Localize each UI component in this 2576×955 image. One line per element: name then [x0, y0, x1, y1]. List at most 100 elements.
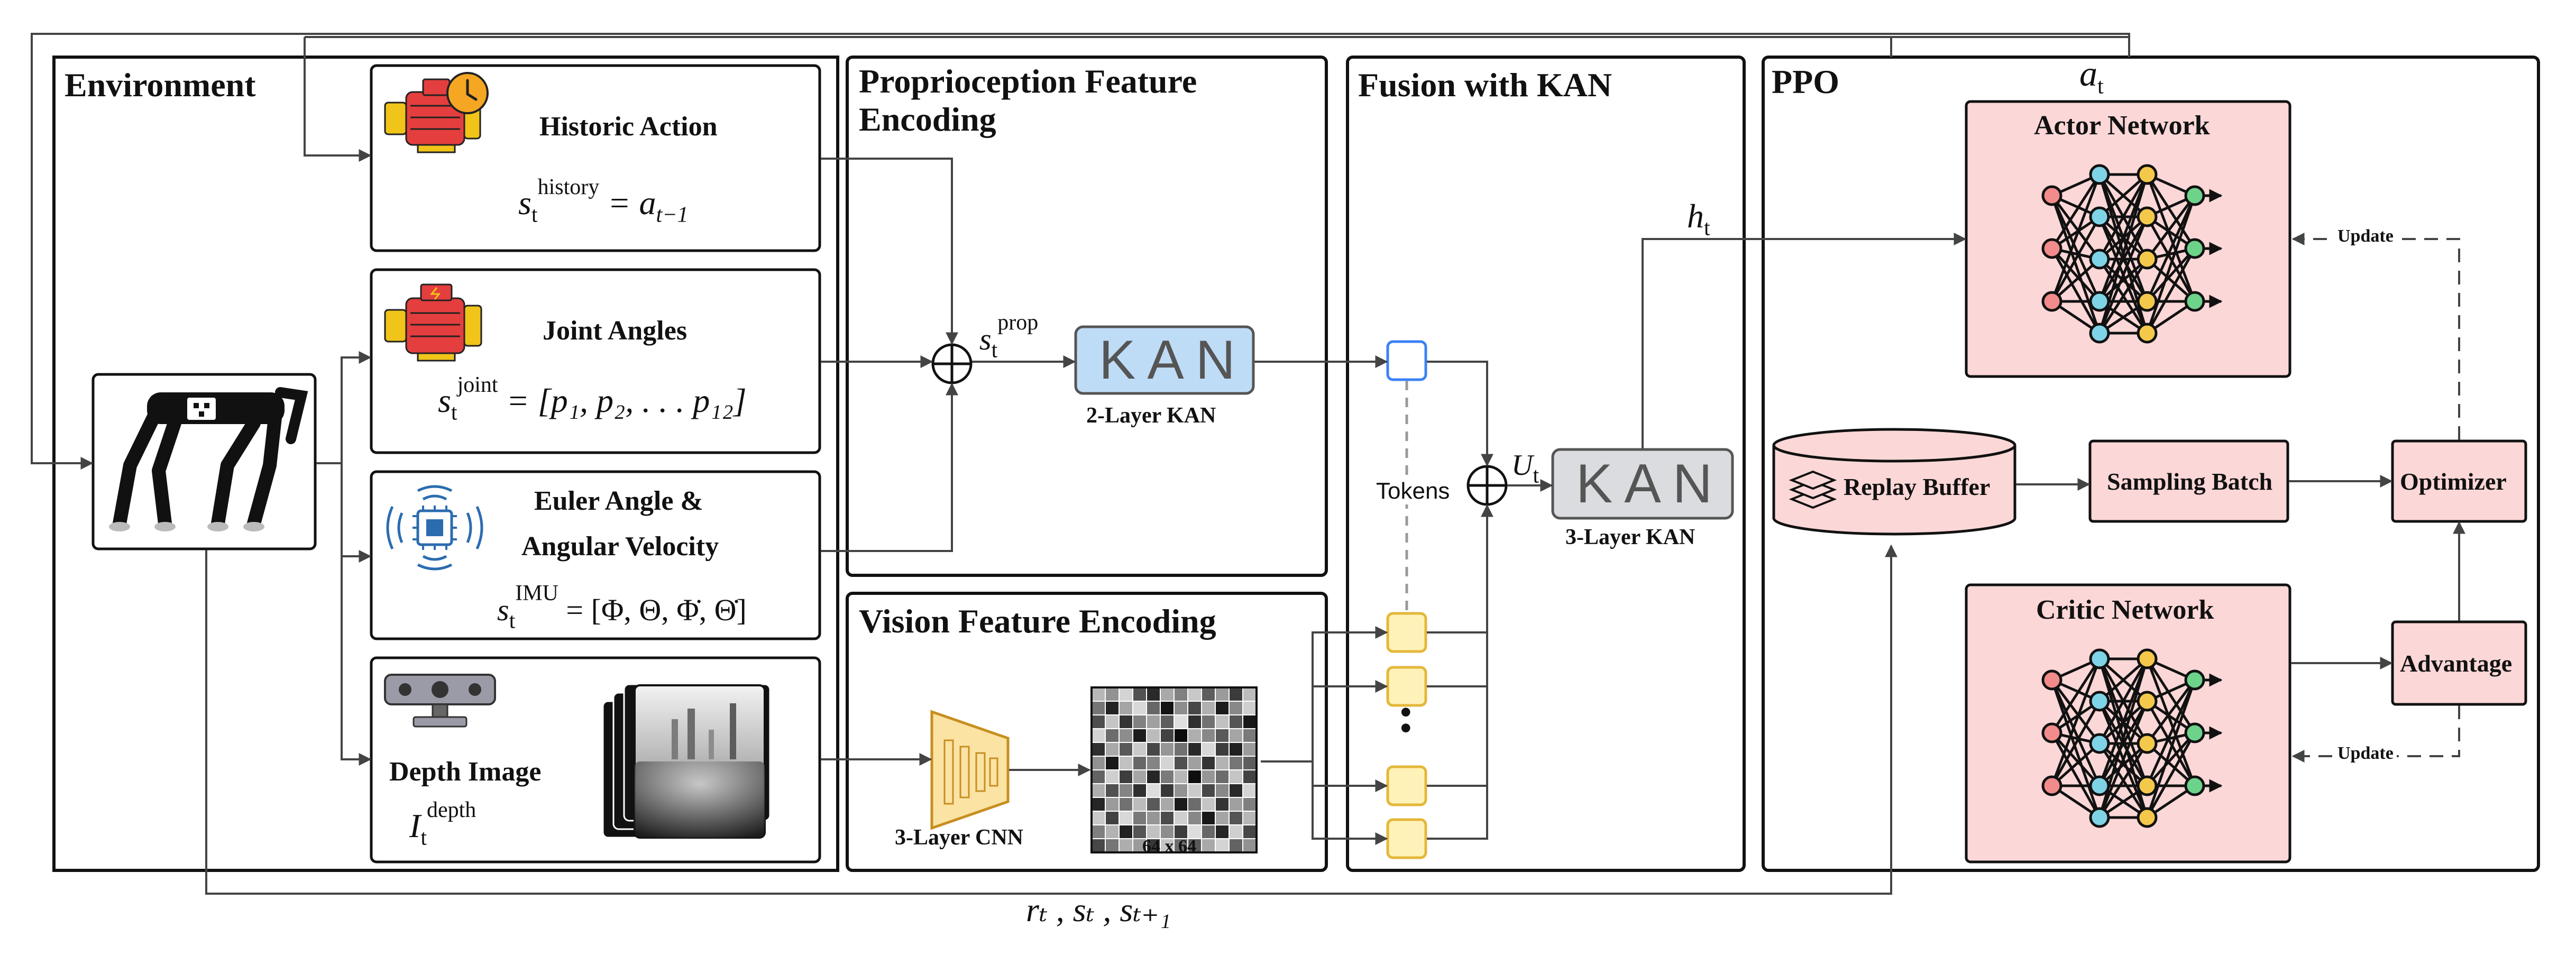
depth-image-title: Depth Image: [389, 757, 542, 787]
nn-node: [2089, 775, 2110, 796]
nn-edge: [2146, 174, 2196, 302]
depth-grid-cell: [1160, 701, 1175, 715]
imu-chip-icon: [386, 485, 483, 571]
nn-node: [2041, 722, 2062, 743]
nn-edge: [2051, 742, 2101, 787]
nn-node: [2041, 775, 2062, 796]
nn-edge: [2050, 679, 2101, 818]
depth-grid-cell: [1132, 687, 1147, 702]
grid-label: 64 x 64: [1142, 837, 1196, 856]
depth-grid-cell: [1146, 797, 1161, 812]
nn-node: [2041, 669, 2062, 691]
nn-node: [2089, 164, 2110, 185]
kan3-logo: KAN: [1576, 453, 1724, 515]
replay-buffer-cylinder: [1772, 428, 2016, 536]
depth-grid-cell: [1091, 769, 1106, 784]
nn-node: [2089, 733, 2110, 754]
depth-grid-cell: [1242, 838, 1257, 853]
nn-edge: [2146, 679, 2196, 818]
nn-edge: [2050, 216, 2101, 302]
nn-edge: [2098, 216, 2149, 334]
depth-grid-cell: [1187, 714, 1202, 729]
at-symbol: at: [2079, 53, 2104, 99]
depth-grid-cell: [1105, 756, 1120, 770]
update-label-top: Update: [2334, 226, 2397, 246]
nn-edge: [2146, 742, 2196, 787]
nn-node: [2184, 185, 2205, 206]
nn-edge: [2146, 658, 2196, 786]
nn-edge: [2146, 247, 2196, 334]
joint-angles-equation: stjoint = [p₁, p₂, . . . p₁₂]: [438, 373, 747, 425]
replay-buffer-label: Replay Buffer: [1844, 473, 1991, 500]
depth-feature-grid: [1090, 686, 1258, 853]
ut-symbol: Ut: [1511, 449, 1539, 488]
motor-icon: [384, 283, 482, 362]
nn-node: [2089, 323, 2110, 344]
nn-edge: [2098, 258, 2148, 302]
feedback-label: rₜ , sₜ , sₜ₊₁: [1026, 891, 1171, 929]
nn-node: [2089, 206, 2110, 227]
depth-camera-icon: [384, 674, 496, 728]
nn-edge: [2098, 658, 2148, 702]
nn-edge: [2146, 216, 2196, 302]
nn-node: [2184, 669, 2205, 691]
nn-edge: [2098, 742, 2149, 819]
cnn-label: 3-Layer CNN: [895, 825, 1024, 850]
depth-grid-cell: [1229, 769, 1243, 784]
nn-node: [2184, 291, 2205, 312]
nn-node: [2137, 323, 2158, 344]
depth-grid-cell: [1187, 701, 1202, 715]
ht-symbol: ht: [1687, 197, 1710, 241]
depth-grid-cell: [1105, 811, 1120, 825]
nn-edge: [2098, 258, 2149, 334]
depth-grid-cell: [1132, 769, 1147, 784]
nn-edge: [2050, 658, 2101, 786]
depth-grid-cell: [1132, 838, 1147, 853]
optimizer-label: Optimizer: [2400, 468, 2507, 495]
ppo-title: PPO: [1772, 63, 1839, 100]
depth-grid-cell: [1201, 728, 1216, 743]
historic-action-equation: sthistory = at−1: [518, 175, 689, 227]
nn-node: [2041, 291, 2062, 312]
nn-edge: [2050, 679, 2101, 787]
nn-edge: [2050, 247, 2101, 334]
nn-edge: [2146, 195, 2196, 302]
depth-grid-cell: [1174, 769, 1188, 784]
nn-edge: [2050, 195, 2101, 302]
nn-node: [2089, 249, 2110, 270]
prop-symbol: stprop: [979, 310, 1039, 363]
nn-edge: [2050, 700, 2101, 787]
depth-grid-cell: [1187, 742, 1202, 757]
nn-node: [2137, 206, 2158, 227]
depth-grid-cell: [1242, 728, 1257, 743]
depth-grid-cell: [1201, 824, 1216, 839]
nn-edge: [2098, 658, 2149, 786]
nn-edge: [2051, 732, 2101, 787]
nn-edge: [2051, 247, 2101, 302]
depth-grid-cell: [1160, 769, 1175, 784]
nn-node: [2089, 648, 2110, 669]
depth-image-stack: [602, 683, 771, 839]
nn-node: [2137, 733, 2158, 754]
depth-image-equation: Itdepth: [409, 798, 476, 850]
depth-grid-cell: [1105, 728, 1120, 743]
joint-angles-title: Joint Angles: [543, 316, 687, 346]
nn-edge: [2098, 701, 2149, 818]
proprioception-panel: [846, 56, 1328, 577]
nn-edge: [2098, 173, 2149, 260]
token-ellipsis: •: [1399, 708, 1413, 749]
nn-node: [2137, 691, 2158, 712]
nn-edge: [2051, 679, 2101, 745]
nn-edge: [2098, 658, 2149, 745]
nn-node: [2184, 775, 2205, 796]
nn-edge: [2050, 195, 2101, 334]
nn-edge: [2051, 258, 2101, 302]
depth-grid-cell: [1174, 797, 1188, 812]
nn-edge: [2050, 173, 2101, 250]
depth-grid-cell: [1132, 742, 1147, 757]
kan3-label: 3-Layer KAN: [1565, 525, 1695, 549]
nn-node: [2184, 722, 2205, 743]
nn-node: [2089, 691, 2110, 712]
nn-edge: [2146, 658, 2196, 734]
